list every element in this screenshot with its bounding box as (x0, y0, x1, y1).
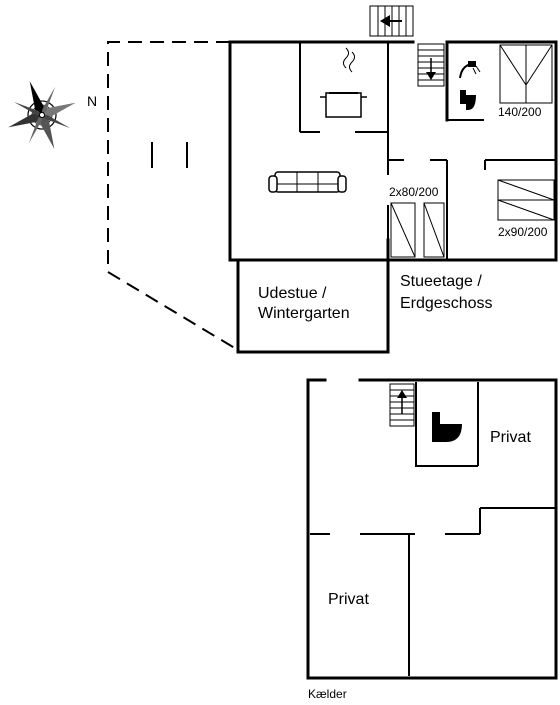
kitchen-icon (320, 47, 367, 118)
ground-floor-label-line2: Erdgeschoss (400, 295, 493, 312)
sofa-icon (268, 171, 347, 193)
ground-floor-label-line1: Stueetage / (400, 273, 482, 290)
bed-size-twin-right: 2x90/200 (498, 225, 548, 239)
conservatory-label-line1: Udestue / (258, 285, 327, 302)
bed-size-double: 140/200 (498, 105, 542, 119)
shower-icon (459, 61, 481, 79)
ground-floor-walls (228, 40, 558, 354)
basement-private-right-label: Privat (490, 429, 531, 446)
double-bed-icon (499, 44, 553, 104)
twin-bed-left-icon (390, 202, 445, 258)
basement-floor-label: Kælder (308, 687, 347, 701)
twin-bed-right-icon (497, 179, 555, 221)
entrance-stairs-icon (369, 5, 414, 37)
terrace-outline (107, 41, 239, 351)
conservatory-label-line2: Wintergarten (258, 305, 350, 322)
basement-walls (306, 378, 558, 680)
interior-stairs-down-icon (417, 43, 445, 87)
toilet-icon (460, 90, 476, 110)
basement-toilet-icon (432, 412, 462, 442)
basement-stairs-up-icon (389, 383, 415, 427)
compass-north-label: N (87, 93, 97, 109)
basement-private-left-label: Privat (328, 591, 369, 608)
compass-rose-icon (8, 81, 76, 149)
bed-size-twin-left: 2x80/200 (389, 185, 439, 199)
